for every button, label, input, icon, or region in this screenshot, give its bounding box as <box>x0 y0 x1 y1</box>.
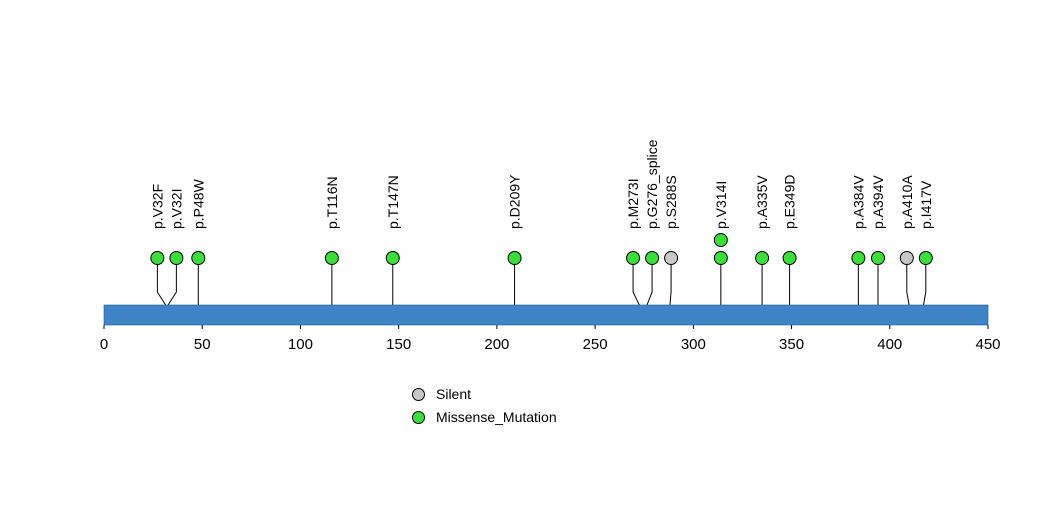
mutation-circle <box>899 251 914 265</box>
lollipop-stem <box>166 258 177 308</box>
silent-swatch-icon <box>412 387 425 401</box>
mutation-circle <box>713 251 728 265</box>
mutation-circle <box>851 251 866 265</box>
mutation-label: p.A384V <box>850 175 866 229</box>
mutation-circle <box>664 251 679 265</box>
lollipop-stem <box>632 258 641 308</box>
mutation-circle <box>870 251 885 265</box>
mutation-circle <box>324 251 339 265</box>
mutation-label: p.T147N <box>385 175 401 229</box>
mutation-circle <box>626 251 641 265</box>
lollipop-stem <box>922 258 927 308</box>
mutation-label: p.D209Y <box>507 174 523 229</box>
axis-tick-label: 350 <box>779 336 804 353</box>
mutation-label: p.G276_splice <box>644 139 660 229</box>
missense-swatch-icon <box>412 410 425 424</box>
legend-item-silent: Silent <box>412 386 557 402</box>
axis-tick-label: 150 <box>386 336 411 353</box>
legend-label-missense: Missense_Mutation <box>436 409 557 425</box>
mutation-circle <box>918 251 933 265</box>
legend: Silent Missense_Mutation <box>412 386 557 425</box>
mutation-circle <box>645 251 660 265</box>
mutation-circle <box>150 251 165 265</box>
lollipop-stem <box>645 258 653 308</box>
mutation-label: p.V32F <box>149 184 165 229</box>
mutation-label: p.P48W <box>190 178 206 229</box>
mutation-circle <box>191 251 206 265</box>
axis-tick-label: 0 <box>100 336 108 353</box>
mutation-circle <box>782 251 797 265</box>
axis-tick-label: 50 <box>194 336 211 353</box>
axis-tick-label: 200 <box>484 336 509 353</box>
mutation-label: p.A335V <box>754 175 770 229</box>
mutation-circle <box>169 251 184 265</box>
mutation-label: p.M273I <box>625 178 641 229</box>
mutation-label: p.V32I <box>168 189 184 229</box>
mutation-label: p.A394V <box>870 175 886 229</box>
mutation-label: p.E349D <box>782 175 798 229</box>
mutation-label: p.I417V <box>918 180 934 229</box>
mutation-label: p.T116N <box>324 176 340 229</box>
axis-tick-label: 250 <box>583 336 608 353</box>
mutation-label: p.V314I <box>713 181 729 229</box>
mutation-label: p.A410A <box>899 175 915 229</box>
axis-tick-label: 300 <box>681 336 706 353</box>
axis-tick-label: 450 <box>975 336 1000 353</box>
protein-bar <box>103 304 989 326</box>
legend-label-silent: Silent <box>436 386 472 402</box>
legend-item-missense: Missense_Mutation <box>412 409 557 425</box>
axis-tick-label: 400 <box>877 336 902 353</box>
mutation-circle <box>507 251 522 265</box>
lollipop-stem <box>669 258 672 308</box>
lollipop-stem <box>906 258 910 308</box>
mutation-circle <box>713 233 728 247</box>
mutation-circle <box>385 251 400 265</box>
lollipop-stem <box>156 258 168 308</box>
axis-tick-label: 100 <box>288 336 313 353</box>
mutation-label: p.S288S <box>663 175 679 229</box>
mutation-circle <box>755 251 770 265</box>
